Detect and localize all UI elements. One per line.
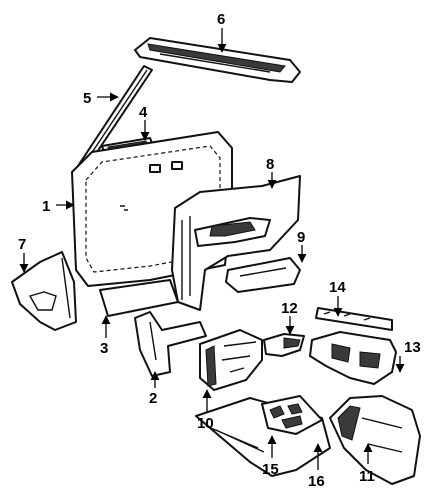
callout-12: 12 (281, 300, 298, 317)
callout-6: 6 (217, 11, 225, 28)
small-trim-bracket (263, 333, 305, 357)
speaker-grille-panel (225, 257, 301, 293)
callout-labels: 6 5 4 1 8 7 9 3 12 14 13 2 10 11 15 16 (18, 11, 421, 490)
kick-panel (11, 251, 77, 331)
rear-shelf-strip (315, 307, 393, 331)
callout-5: 5 (83, 90, 91, 107)
callout-10: 10 (197, 415, 214, 432)
console-lower-panel (195, 395, 331, 477)
callout-16: 16 (308, 473, 325, 490)
callout-13: 13 (404, 339, 421, 356)
callout-14: 14 (329, 279, 346, 296)
rear-side-panel (329, 395, 421, 485)
callout-3: 3 (100, 340, 108, 357)
callout-8: 8 (266, 156, 274, 173)
callout-11: 11 (359, 468, 375, 485)
door-lower-panel (99, 279, 179, 317)
rear-shelf-bracket (309, 331, 397, 385)
callout-2: 2 (149, 390, 157, 407)
callout-1: 1 (42, 198, 50, 215)
headliner-panel (134, 37, 301, 83)
callout-15: 15 (262, 461, 279, 478)
console-bracket (199, 329, 263, 391)
leader-lines (19, 28, 405, 470)
callout-9: 9 (297, 229, 305, 246)
callout-4: 4 (139, 104, 148, 121)
pillar-lower-trim (134, 311, 207, 377)
callout-7: 7 (18, 236, 26, 253)
